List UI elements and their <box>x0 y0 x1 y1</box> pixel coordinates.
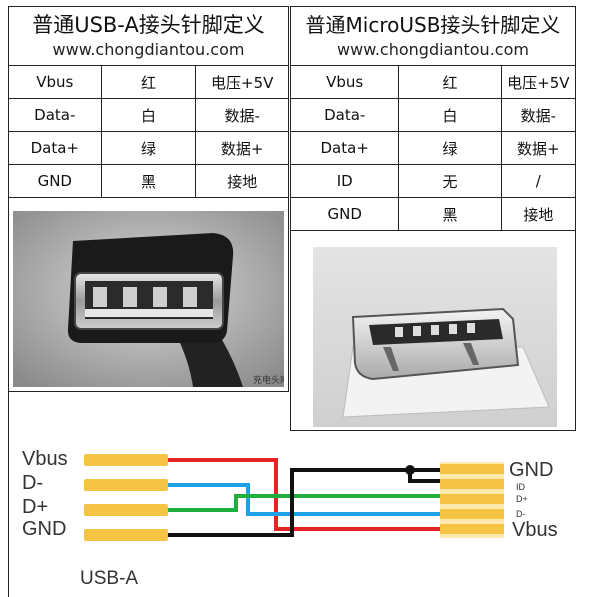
pin-name: Vbus <box>9 66 102 99</box>
table-row: Data+ 绿 数据+ <box>291 131 575 165</box>
table-row: Data+ 绿 数据+ <box>9 131 288 165</box>
label-id-right: ID <box>516 482 525 492</box>
pin-function: 数据+ <box>500 131 575 165</box>
pin-function: 接地 <box>195 164 288 198</box>
pin-function: 数据+ <box>195 131 288 165</box>
usb-a-caption: USB-A <box>80 568 139 589</box>
usb-a-title: 普通USB-A接头针脚定义 <box>32 13 265 37</box>
table-row: Data- 白 数据- <box>9 98 288 132</box>
gnd-id-junction <box>405 465 415 475</box>
pin-function: 电压+5V <box>195 66 288 99</box>
micro-usb-header: 普通MicroUSB接头针脚定义 www.chongdiantou.com <box>291 7 575 66</box>
usb-a-pin-vbus <box>84 454 168 466</box>
pin-function: / <box>500 164 575 198</box>
wire-color: 红 <box>398 66 502 99</box>
pin-name: GND <box>291 197 400 231</box>
wire-color: 白 <box>398 98 502 132</box>
pin-function: 数据- <box>500 98 575 132</box>
wiring-diagram <box>8 392 291 597</box>
label-d-minus-left: D- <box>22 472 44 494</box>
label-d-minus-right: D- <box>516 509 526 519</box>
wire-color: 红 <box>100 66 197 99</box>
table-row: ID 无 / <box>291 164 575 198</box>
table-row: Data- 白 数据- <box>291 98 575 132</box>
micro-usb-title: 普通MicroUSB接头针脚定义 <box>305 13 561 37</box>
usb-a-pin-d-plus <box>84 504 168 516</box>
wire-color: 绿 <box>398 131 502 165</box>
micro-usb-connector-photo <box>313 247 557 427</box>
wire-color: 绿 <box>100 131 197 165</box>
wire-d-plus <box>168 494 440 512</box>
micro-usb-pin-vbus <box>440 524 504 534</box>
micro-usb-pin-id <box>440 479 504 489</box>
pin-name: Data- <box>291 98 400 132</box>
usb-a-pin-table: Vbus 红 电压+5V Data- 白 数据- Data+ 绿 数据+ GND… <box>9 66 288 198</box>
wire-color: 黑 <box>100 164 197 198</box>
micro-usb-pin-d-plus <box>440 494 504 504</box>
wiring-diagram-lines <box>84 454 504 541</box>
micro-usb-pin-gnd <box>440 464 504 474</box>
label-d-plus-right: D+ <box>516 494 528 504</box>
micro-usb-pin-d-minus <box>440 509 504 519</box>
pin-name: Vbus <box>291 66 400 99</box>
label-gnd-right: GND <box>509 459 554 481</box>
usb-a-header: 普通USB-A接头针脚定义 www.chongdiantou.com <box>9 7 288 66</box>
table-row: Vbus 红 电压+5V <box>291 66 575 99</box>
micro-usb-url: www.chongdiantou.com <box>337 40 529 59</box>
watermark-text: 充电头网 <box>253 374 284 386</box>
usb-a-pin-d-minus <box>84 479 168 491</box>
pin-name: ID <box>291 164 400 198</box>
label-gnd-left: GND <box>22 518 67 540</box>
wire-color: 无 <box>398 164 502 198</box>
pin-name: Data+ <box>9 131 102 165</box>
usb-a-panel: 普通USB-A接头针脚定义 www.chongdiantou.com Vbus … <box>8 6 289 392</box>
wire-d-minus <box>168 483 440 516</box>
usb-a-connector-photo: 充电头网 <box>13 211 284 387</box>
micro-usb-pin-table: Vbus 红 电压+5V Data- 白 数据- Data+ 绿 数据+ ID … <box>291 66 575 231</box>
pin-function: 电压+5V <box>500 66 575 99</box>
pin-name: GND <box>9 164 102 198</box>
usb-a-pin-gnd <box>84 529 168 541</box>
pin-name: Data+ <box>291 131 400 165</box>
pin-function: 接地 <box>500 197 575 231</box>
usb-a-url: www.chongdiantou.com <box>52 40 245 59</box>
pin-name: Data- <box>9 98 102 132</box>
label-vbus-left: Vbus <box>22 448 68 470</box>
table-row: Vbus 红 电压+5V <box>9 66 288 99</box>
micro-usb-panel: 普通MicroUSB接头针脚定义 www.chongdiantou.com Vb… <box>290 6 576 431</box>
table-row: GND 黑 接地 <box>9 164 288 198</box>
label-d-plus-left: D+ <box>22 496 49 518</box>
table-row: GND 黑 接地 <box>291 197 575 231</box>
label-vbus-right: Vbus <box>512 519 558 541</box>
wire-color: 白 <box>100 98 197 132</box>
wire-gnd <box>168 468 440 537</box>
wire-color: 黑 <box>398 197 502 231</box>
pin-function: 数据- <box>195 98 288 132</box>
